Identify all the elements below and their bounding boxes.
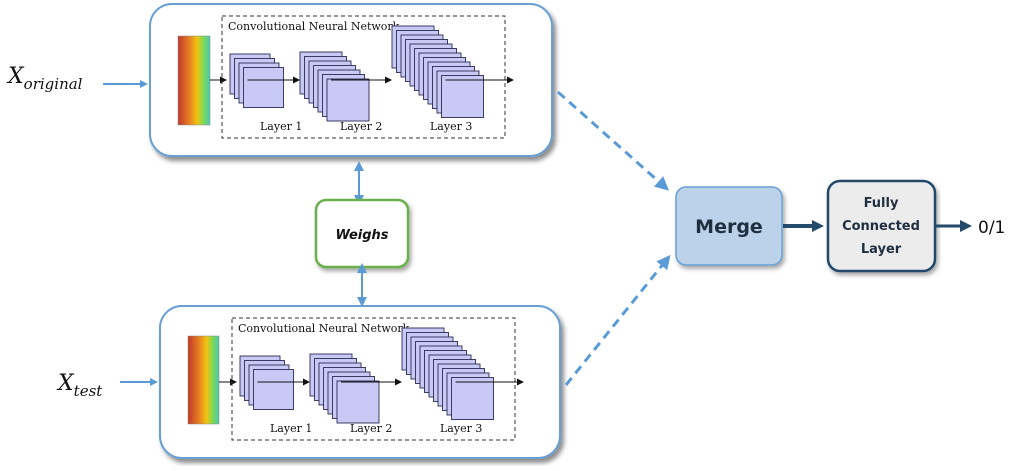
bottom-layer-1-stack <box>239 355 294 410</box>
bottom-cnn-box <box>231 317 516 441</box>
bottom-layer-3-stack <box>401 327 494 420</box>
top-to-merge-arrow <box>557 90 669 191</box>
bottom-layer-1-label: Layer 1 <box>270 422 312 435</box>
top-layer-3-feature-map <box>441 75 484 118</box>
top-layer-1-label: Layer 1 <box>260 120 302 133</box>
top-layer-2-feature-map <box>326 78 370 122</box>
output-label: 0/1 <box>978 218 1005 238</box>
bottom-cnn-layers: Layer 1 Layer 2 Layer 3 <box>239 327 524 435</box>
fc-label-line1: Fully <box>864 196 899 211</box>
bottom-layer-1-feature-map <box>253 369 294 410</box>
bottom-layer-2-feature-map <box>336 380 380 424</box>
top-layer-2-stack <box>299 51 370 122</box>
merge-box <box>675 186 783 266</box>
top-layer-3-stack <box>391 25 484 118</box>
top-layer-3-label: Layer 3 <box>430 120 472 133</box>
bottom-layer-2-stack <box>309 353 380 424</box>
top-spectrogram-image <box>177 35 211 126</box>
fully-connected-box <box>826 179 937 273</box>
fc-label-line3: Layer <box>861 242 902 257</box>
top-layer-2-label: Layer 2 <box>340 120 382 133</box>
top-layer-1-stack <box>229 53 284 108</box>
top-layer-1-feature-map <box>243 67 284 108</box>
input-original-label: Xoriginal <box>6 64 83 93</box>
bottom-to-merge-arrow <box>564 254 671 386</box>
bottom-layer-3-label: Layer 3 <box>440 422 482 435</box>
bottom-spectrogram-image <box>187 335 220 425</box>
input-test-label: Xtest <box>56 371 103 400</box>
bottom-layer-3-feature-map <box>451 377 494 420</box>
fc-label-line2: Connected <box>842 219 920 234</box>
top-cnn-layers: Layer 1 Layer 2 Layer 3 <box>229 25 514 133</box>
top-cnn-title: Convolutional Neural Network <box>228 20 400 33</box>
bottom-layer-2-label: Layer 2 <box>350 422 392 435</box>
bottom-cnn-title: Convolutional Neural Network <box>238 322 410 335</box>
merge-label: Merge <box>695 216 763 238</box>
shared-weights-label: Weighs <box>335 228 388 243</box>
top-cnn-box <box>221 15 506 139</box>
